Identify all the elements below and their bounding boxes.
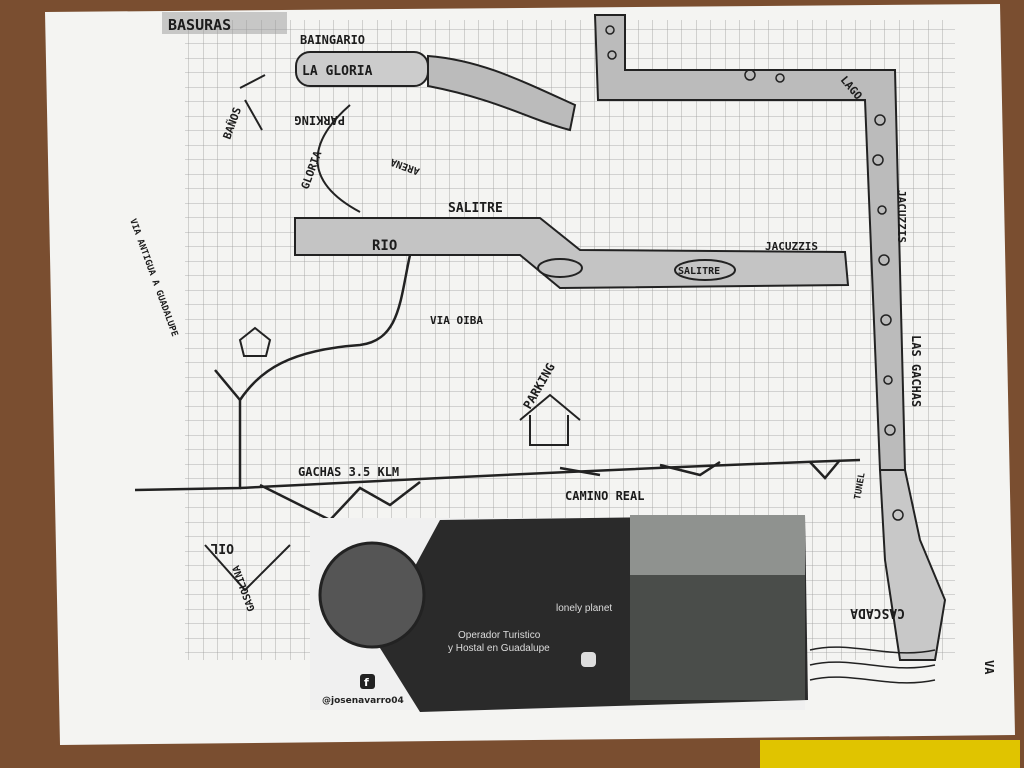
label-oil: OIL [210, 540, 234, 555]
label-salitre-top: SALITRE [448, 201, 503, 216]
label-gachas-distance: GACHAS 3.5 KLM [298, 465, 399, 479]
label-tunel: TUNEL [853, 472, 868, 501]
business-card: f @josenavarro04 lonely planet Operador … [310, 515, 808, 712]
label-las-gachas: LAS GACHAS [909, 335, 923, 407]
label-jacuzzis: JACUZZIS [765, 240, 818, 253]
card-handle[interactable]: @josenavarro04 [322, 696, 404, 706]
label-balneario: BAINGARIO [300, 33, 365, 47]
label-va: VA [982, 660, 996, 675]
label-camino-real: CAMINO REAL [565, 489, 644, 503]
label-parking-top: PARKING [294, 113, 345, 127]
label-cascada: CASCADA [850, 605, 905, 620]
label-rio: RIO [372, 238, 397, 254]
title-basuras: BASURAS [168, 16, 231, 34]
label-salitre-river: SALITRE [678, 266, 720, 277]
logo-emblem [318, 541, 426, 649]
card-brand: lonely planet [556, 603, 612, 614]
svg-text:f: f [364, 676, 369, 689]
card-line1: Operador Turistico [458, 630, 541, 641]
card-line2: y Hostal en Guadalupe [448, 643, 550, 654]
label-via-oiba: VIA OIBA [430, 314, 483, 327]
label-la-gloria: LA GLORIA [302, 64, 373, 79]
yellow-object [760, 740, 1020, 768]
label-jacuzzis-vertical: JACUZZIS [895, 190, 908, 243]
whatsapp-icon[interactable] [581, 652, 596, 667]
facebook-icon[interactable] [360, 674, 375, 689]
